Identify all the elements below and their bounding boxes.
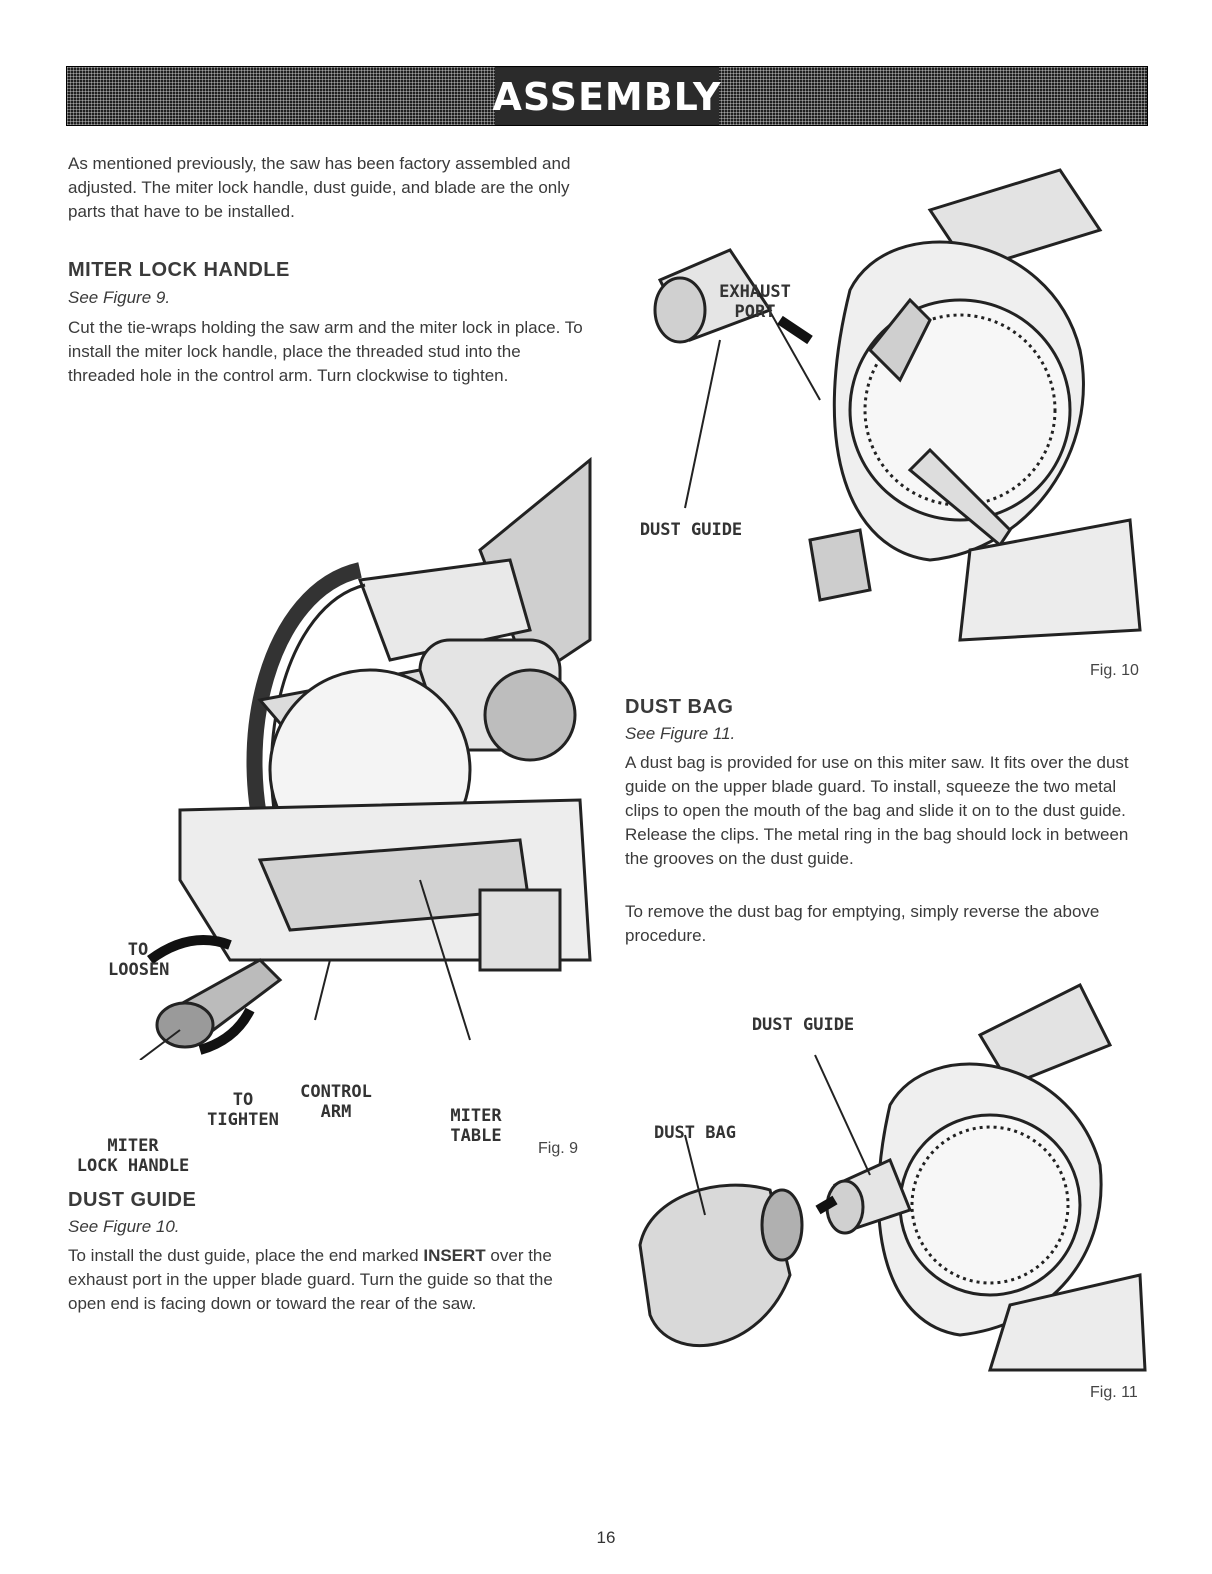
dust-bag-see-figure: See Figure 11. bbox=[625, 724, 736, 743]
fig10-caption: Fig. 10 bbox=[1090, 662, 1139, 679]
fig10-saw-illustration bbox=[653, 168, 1142, 642]
page-title: ASSEMBLY bbox=[492, 75, 722, 119]
intro-paragraph: As mentioned previously, the saw has bee… bbox=[68, 154, 571, 221]
fig9-saw-illustration bbox=[139, 456, 592, 1060]
dust-guide-paragraph: To install the dust guide, place the end… bbox=[68, 1246, 553, 1313]
dust-guide-heading: DUST GUIDE bbox=[68, 1189, 197, 1211]
dust-guide-see-figure: See Figure 10. bbox=[68, 1217, 180, 1236]
page-number: 16 bbox=[596, 1528, 616, 1547]
miter-lock-paragraph: Cut the tie-wraps holding the saw arm an… bbox=[68, 318, 583, 385]
dust-bag-paragraph-2: To remove the dust bag for emptying, sim… bbox=[625, 902, 1100, 945]
banner-center-block bbox=[495, 67, 719, 125]
section-banner: ASSEMBLY bbox=[66, 66, 1148, 126]
dust-bag-heading: DUST BAG bbox=[625, 696, 734, 718]
miter-lock-heading: MITER LOCK HANDLE bbox=[68, 259, 290, 281]
label-dust-bag: DUST BAG bbox=[654, 1123, 736, 1143]
dust-bag-paragraph-1: A dust bag is provided for use on this m… bbox=[625, 753, 1129, 868]
miter-lock-see-figure: See Figure 9. bbox=[68, 288, 171, 307]
label-dust-guide-fig10: DUST GUIDE bbox=[639, 520, 743, 540]
fig11-caption: Fig. 11 bbox=[1090, 1384, 1138, 1401]
label-dust-guide-fig11: DUST GUIDE bbox=[751, 1015, 855, 1035]
fig9-caption: Fig. 9 bbox=[538, 1140, 579, 1157]
fig11-saw-illustration bbox=[638, 982, 1147, 1372]
